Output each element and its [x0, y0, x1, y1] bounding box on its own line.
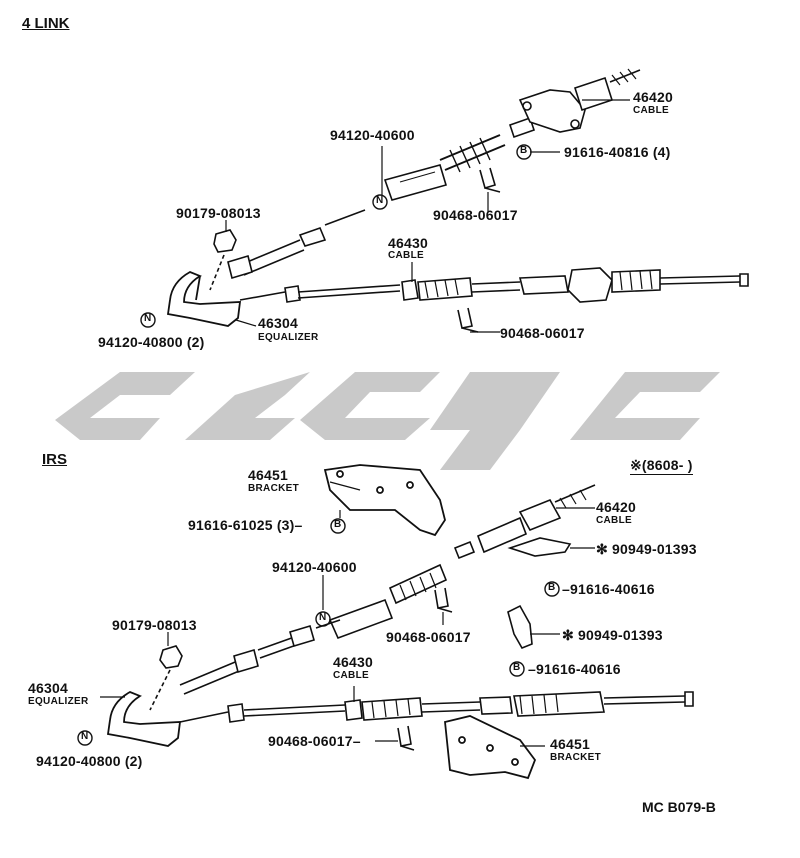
label-irs-cable2-name: CABLE [333, 670, 369, 681]
n-symbol-letter-four-link-top: N [376, 195, 384, 206]
four-link-clip-mid [457, 307, 479, 333]
label-4link-cable-pn: 46420 [633, 89, 673, 105]
label-irs-cable-pn: 46420 [596, 499, 636, 515]
n-symbol-four-link-bottom [140, 312, 156, 328]
label-4link-equalizer-pn: 46304 [258, 315, 298, 331]
label-irs-bracket2-name: BRACKET [550, 752, 601, 763]
irs-clip-star-2 [507, 604, 533, 650]
irs-bracket-46451 [323, 464, 446, 537]
n-symbol-letter-four-link-bottom: N [144, 313, 152, 324]
b-symbol-four-link [516, 144, 532, 160]
watermark-logo [55, 372, 720, 470]
label-irs-nut-bottom-pn: 94120-40800 (2) [36, 753, 143, 769]
irs-cable-46430-lower [179, 691, 694, 723]
irs-date-note: ※(8608- ) [630, 457, 693, 475]
section-title-four-link: 4 LINK [22, 15, 70, 32]
label-4link-equalizer-name: EQUALIZER [258, 332, 319, 343]
four-link-cable-46430 [239, 267, 749, 303]
label-irs-clip-star-2-pn: ✻ 90949-01393 [562, 627, 663, 643]
label-irs-bolt3-pn: 91616-61025 (3)– [188, 517, 303, 533]
label-irs-nut-cap-pn: 90179-08013 [112, 617, 197, 633]
label-4link-nut-top-pn: 94120-40600 [330, 127, 415, 143]
four-link-equalizer [166, 271, 242, 327]
label-4link-clip-top-pn: 90468-06017 [433, 207, 518, 223]
label-4link-bolt-pn: 91616-40816 (4) [564, 144, 671, 160]
section-title-irs: IRS [42, 451, 68, 468]
b-symbol-letter-four-link: B [520, 145, 528, 156]
label-irs-bracket-pn: 46451 [248, 467, 288, 483]
irs-clip-bottom [397, 725, 415, 751]
label-4link-cable-name: CABLE [633, 105, 669, 116]
label-irs-bracket2-pn: 46451 [550, 736, 590, 752]
leader-lines [100, 99, 630, 747]
irs-clip-top [434, 587, 453, 613]
b-symbol-irs-1 [544, 581, 560, 597]
four-link-clip-top [479, 167, 501, 193]
label-irs-clip-1-pn: 90468-06017 [386, 629, 471, 645]
irs-equalizer [106, 691, 182, 747]
b-symbol-irs-bolt3 [330, 518, 346, 534]
label-irs-bolt-2-pn: –91616-40616 [528, 661, 621, 677]
b-symbol-irs-2 [509, 661, 525, 677]
label-irs-bolt-1-pn: –91616-40616 [562, 581, 655, 597]
label-4link-clip-mid-pn: 90468-06017 [500, 325, 585, 341]
label-4link-nut-cap-pn: 90179-08013 [176, 205, 261, 221]
label-irs-clip-2-pn: 90468-06017– [268, 733, 361, 749]
diagram-code: MC B079-B [642, 799, 716, 815]
label-irs-nut-pn: 94120-40600 [272, 559, 357, 575]
label-irs-bracket-name: BRACKET [248, 483, 299, 494]
label-4link-cable2-pn: 46430 [388, 235, 428, 251]
b-symbol-letter-irs-1: B [548, 582, 556, 593]
irs-cable-46420 [328, 484, 596, 640]
n-symbol-letter-irs-top: N [319, 612, 327, 623]
irs-nut-cap [149, 645, 183, 711]
four-link-cable-46420 [227, 68, 641, 280]
n-symbol-irs-top [315, 611, 331, 627]
label-4link-nut-bottom-pn: 94120-40800 (2) [98, 334, 205, 350]
label-irs-cable2-pn: 46430 [333, 654, 373, 670]
n-symbol-irs-bottom [77, 730, 93, 746]
b-symbol-letter-irs-2: B [513, 662, 521, 673]
b-symbol-letter-irs-bolt3: B [334, 519, 342, 530]
label-4link-cable2-name: CABLE [388, 250, 424, 261]
label-irs-cable-name: CABLE [596, 515, 632, 526]
four-link-nut-cap [209, 229, 237, 291]
irs-clip-star-1 [507, 537, 572, 557]
n-symbol-letter-irs-bottom: N [81, 731, 89, 742]
n-symbol-four-link-top [372, 194, 388, 210]
label-irs-equalizer-name: EQUALIZER [28, 696, 89, 707]
label-irs-clip-star-1-pn: ✻ 90949-01393 [596, 541, 697, 557]
irs-cable-46430-upper [179, 619, 341, 695]
label-irs-equalizer-pn: 46304 [28, 680, 68, 696]
irs-bracket-46451-lower [444, 715, 537, 780]
